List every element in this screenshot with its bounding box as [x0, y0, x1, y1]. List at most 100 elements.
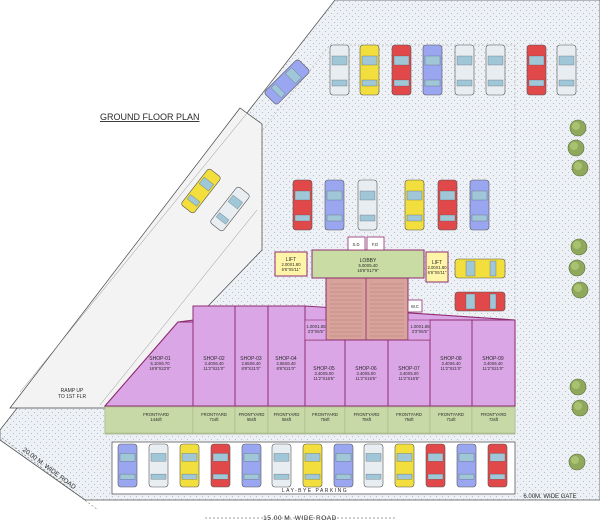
shop-7-dims: 3.40X5.00	[399, 371, 419, 376]
car	[487, 443, 508, 488]
frontyard-5-area: 75sft	[320, 417, 330, 422]
shop-9-sub: 11'2"X21'0"	[482, 366, 504, 371]
passage-left-dims: 1.00X1.65	[306, 324, 326, 329]
frontyard-6	[344, 406, 389, 434]
car	[210, 186, 250, 232]
shop-1-label: SHOP-01	[149, 356, 171, 362]
shop-9-dims: 3.40X6.40	[483, 361, 503, 366]
frontyard-6-area: 78sft	[362, 417, 372, 422]
tree-icon	[571, 399, 589, 417]
frontyard-2-area: 71sft	[209, 417, 219, 422]
shop-3-label: SHOP-03	[240, 356, 262, 362]
lift-left	[274, 251, 308, 277]
ramp-label: RAMP UP	[61, 388, 84, 394]
car	[117, 443, 138, 488]
car	[469, 179, 490, 231]
frontyard-7	[387, 406, 431, 434]
shop-1-sub: 16'9"X22'0"	[149, 366, 171, 371]
tree-icon	[568, 453, 586, 471]
passage-left-sub: 3'3"X5'5"	[308, 329, 325, 334]
frontyard-9	[471, 406, 516, 434]
frontyard-1-area: 144sft	[150, 417, 162, 422]
frontyard-5-label: FRONTYARD	[312, 412, 338, 417]
shop-7-label: SHOP-07	[398, 366, 420, 372]
staircase	[325, 277, 409, 341]
lift-right-label: LIFT	[432, 260, 442, 266]
car	[456, 443, 477, 488]
passage-right	[407, 319, 431, 341]
frontyard-4-area: 55sft	[282, 417, 292, 422]
frontyard-9-area: 73sft	[489, 417, 499, 422]
lift-left-dims: 2.00X1.80	[281, 262, 301, 267]
car	[454, 44, 475, 96]
car	[485, 44, 506, 96]
car	[394, 443, 415, 488]
frontyard-4	[267, 406, 306, 434]
car	[391, 44, 412, 96]
car	[454, 291, 506, 312]
frontyard-8-area: 71sft	[446, 417, 456, 422]
car	[324, 179, 345, 231]
car	[422, 44, 443, 96]
shop-3-sub: 8'8"X21'0"	[241, 366, 261, 371]
car	[454, 258, 506, 279]
frontyard-7-area: 75sft	[404, 417, 414, 422]
shop-6-sub: 11'2"X16'5"	[355, 376, 377, 381]
tree-icon	[570, 238, 588, 256]
shop-2-dims: 3.40X6.40	[204, 361, 224, 366]
frontyard-7-label: FRONTYARD	[396, 412, 422, 417]
car	[359, 44, 380, 96]
shop-3-dims: 2.65X6.40	[241, 361, 261, 366]
ramp-sub-label: TO 1ST FLR	[58, 394, 87, 400]
tree-icon	[569, 119, 587, 137]
fd-box	[366, 236, 385, 251]
car	[302, 443, 323, 488]
lobby-label: LOBBY	[360, 258, 377, 264]
frontyard-4-label: FRONTYARD	[274, 412, 300, 417]
shop-4-dims: 2.65X6.40	[276, 361, 296, 366]
shop-4-sub: 8'8"X21'0"	[276, 366, 296, 371]
tree-icon	[567, 139, 585, 157]
fd-label: F.D	[372, 242, 378, 247]
car	[333, 443, 354, 488]
shop-6-label: SHOP-06	[355, 366, 377, 372]
tree-icon	[569, 378, 587, 396]
lobby-dims: 5.00X5.40	[358, 263, 378, 268]
shop-5-dims: 3.40X5.00	[314, 371, 334, 376]
tree-icon	[571, 159, 589, 177]
car	[179, 443, 200, 488]
passage-left	[304, 319, 327, 341]
shop-2-label: SHOP-02	[203, 356, 225, 362]
frontyard-8	[429, 406, 473, 434]
car	[292, 179, 313, 231]
shop-9-label: SHOP-09	[482, 356, 504, 362]
car	[329, 44, 350, 96]
frontyard-1	[104, 406, 194, 434]
shop-5-sub: 11'2"X16'5"	[313, 376, 335, 381]
frontyard-8-label: FRONTYARD	[438, 412, 464, 417]
tree-icon	[571, 281, 589, 299]
car	[357, 179, 378, 231]
frontyard-9-label: FRONTYARD	[481, 412, 507, 417]
gate-label: 6.00M. WIDE GATE	[523, 494, 576, 500]
frontyard-3-label: FRONTYARD	[239, 412, 265, 417]
car	[148, 443, 169, 488]
car	[363, 443, 384, 488]
shop-1-dims: 5.10X6.70	[150, 361, 170, 366]
frontyard-2	[192, 406, 236, 434]
shop-4-label: SHOP-04	[275, 356, 297, 362]
lobby-sub: 16'6"X17'9"	[357, 268, 379, 273]
frontyard-5	[304, 406, 346, 434]
car	[437, 179, 458, 231]
shop-8-sub: 11'2"X21'0"	[440, 366, 462, 371]
lift-left-label: LIFT	[286, 257, 296, 263]
shop-8-label: SHOP-08	[440, 356, 462, 362]
frontyard-1-label: FRONTYARD	[143, 412, 169, 417]
car	[526, 44, 547, 96]
frontyard-3-area: 55sft	[247, 417, 257, 422]
lift-right-sub: 6'6"X5'11"	[428, 270, 447, 275]
shop-2-sub: 11'2"X21'0"	[203, 366, 225, 371]
passage-right-sub: 3'3"X5'5"	[412, 329, 429, 334]
sd-box	[347, 236, 366, 251]
